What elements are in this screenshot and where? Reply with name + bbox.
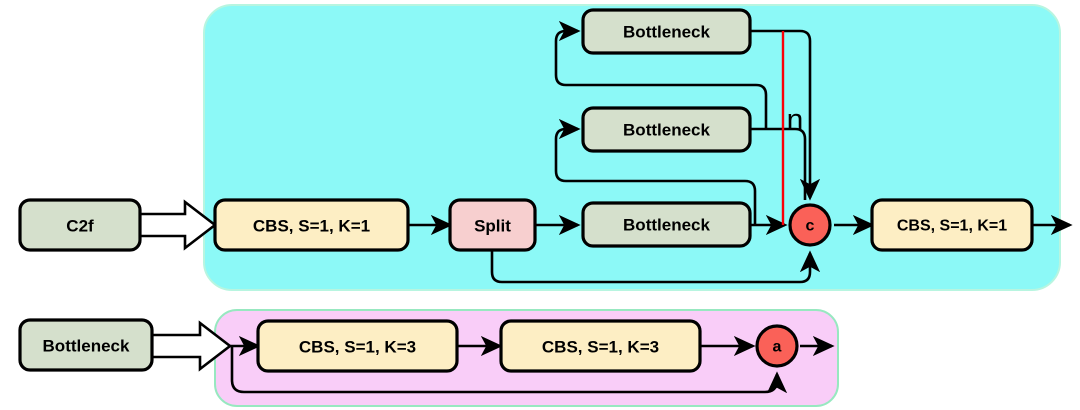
- bottleneck3-to-bottleneck2-line: [554, 118, 757, 225]
- add-circle: [755, 324, 799, 368]
- node-bottleneck-1[interactable]: Bottleneck: [581, 8, 752, 55]
- bottleneck-conv1-rect: [256, 319, 459, 373]
- c2f-input-conv-rect: [213, 198, 410, 252]
- bottleneck-conv2-rect: [499, 319, 702, 373]
- node-c2f-source[interactable]: C2f: [18, 198, 142, 252]
- node-bottleneck-source[interactable]: Bottleneck: [18, 318, 154, 372]
- c2f-output-conv-rect: [870, 198, 1034, 252]
- node-c2f-input-conv[interactable]: CBS, S=1, K=1: [213, 198, 410, 252]
- split-bypass-line: [490, 248, 821, 284]
- bottleneck-3-rect: [581, 201, 752, 248]
- residual-skip-line: [230, 346, 788, 394]
- bottleneck2-to-bottleneck1-line: [554, 20, 768, 129]
- c2f-source-rect: [18, 198, 142, 252]
- bottleneck-expansion-arrow: [150, 320, 233, 372]
- node-c2f-output-conv[interactable]: CBS, S=1, K=1: [870, 198, 1034, 252]
- node-bottleneck-3[interactable]: Bottleneck: [581, 201, 752, 248]
- concat-circle: [788, 203, 832, 247]
- node-split[interactable]: Split: [448, 198, 537, 252]
- node-bottleneck-conv2[interactable]: CBS, S=1, K=3: [499, 319, 702, 373]
- c2f-expansion-arrow: [138, 199, 218, 251]
- node-add-junction[interactable]: a: [755, 324, 799, 368]
- bottleneck-source-rect: [18, 318, 154, 372]
- split-rect: [448, 198, 537, 252]
- bottleneck-2-rect: [581, 106, 752, 153]
- node-bottleneck-2[interactable]: Bottleneck: [581, 106, 752, 153]
- node-concat-junction[interactable]: c: [788, 203, 832, 247]
- bottleneck-1-rect: [581, 8, 752, 55]
- bottleneck2-to-concat-line: [750, 127, 807, 200]
- bottleneck1-to-concat-line: [750, 29, 821, 201]
- node-bottleneck-conv1[interactable]: CBS, S=1, K=3: [256, 319, 459, 373]
